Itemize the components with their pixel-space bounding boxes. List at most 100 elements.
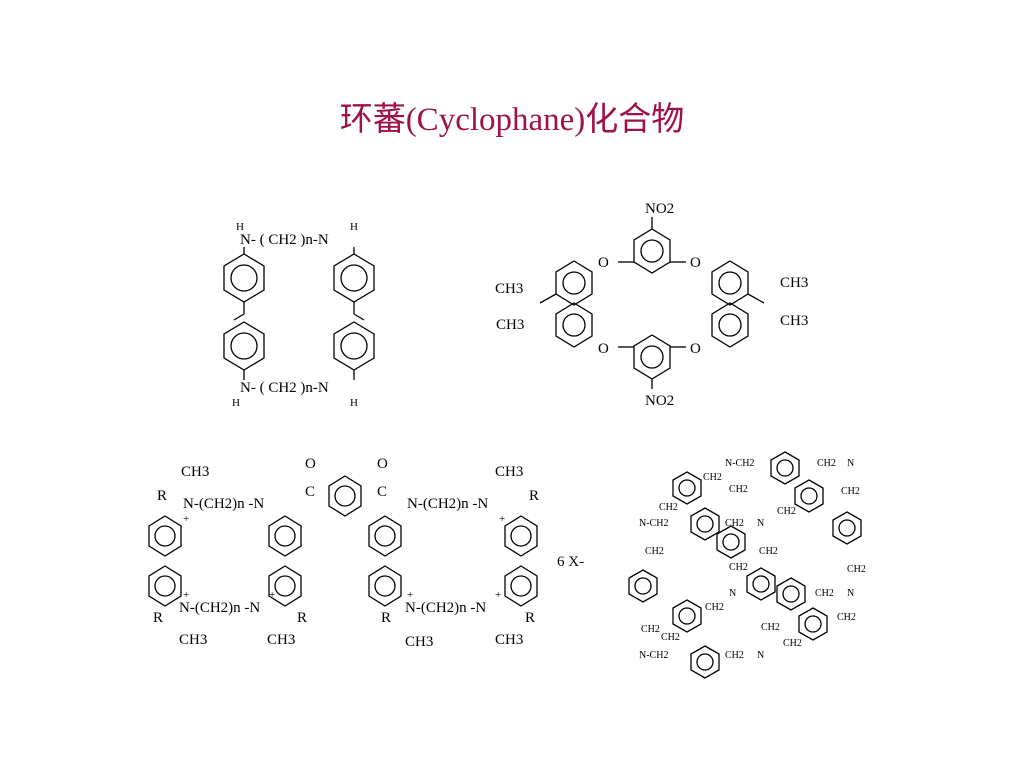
ch2-label: CH2 [729, 484, 748, 495]
carbonyl-c-label: C [377, 484, 387, 500]
ch3-label: CH3 [179, 632, 207, 648]
plus-label: + [495, 589, 501, 601]
structure-cage-cyclophane: N-CH2 CH2 N CH2 CH2 CH2 CH2 N-CH2 CH2 N … [628, 451, 866, 679]
benzene-ring [690, 645, 720, 679]
r-label: R [381, 610, 391, 626]
ch2-label: CH2 [705, 602, 724, 613]
o-label: O [598, 255, 609, 271]
benzene-ring [148, 565, 182, 607]
n-ch2-label: N-CH2 [725, 458, 754, 469]
n-ch2-label: N-CH2 [639, 518, 668, 529]
benzene-ring [268, 565, 302, 607]
n-label: N [847, 458, 854, 469]
no2-label: NO2 [645, 393, 674, 409]
ch3-label: CH3 [495, 632, 523, 648]
benzene-ring [504, 515, 538, 557]
h-label: H [236, 221, 244, 233]
benzene-ring [711, 260, 749, 306]
chain-label: N-(CH2)n -N [405, 600, 486, 616]
ch3-label: CH3 [405, 634, 433, 650]
ch2-label: CH2 [847, 564, 866, 575]
n-label: N [847, 588, 854, 599]
r-label: R [157, 488, 167, 504]
ch2-label: CH2 [837, 612, 856, 623]
benzene-ring [555, 302, 593, 348]
ch3-label: CH3 [267, 632, 295, 648]
plus-label: + [183, 589, 189, 601]
benzene-ring [776, 577, 806, 611]
benzene-ring [711, 302, 749, 348]
ch3-label: CH3 [780, 313, 808, 329]
top-bridge-label: N- ( CH2 )n-N [240, 232, 329, 248]
slide-title: 环蕃(Cyclophane)化合物 [339, 102, 685, 138]
ch2-label: CH2 [777, 506, 796, 517]
ch2-label: CH2 [645, 546, 664, 557]
plus-label: + [407, 589, 413, 601]
ch3-label: CH3 [495, 464, 523, 480]
r-label: R [525, 610, 535, 626]
plus-label: + [183, 513, 189, 525]
h-label: H [350, 397, 358, 409]
n-ch2-label: N-CH2 [639, 650, 668, 661]
ch2-label: CH2 [815, 588, 834, 599]
benzene-ring [555, 260, 593, 306]
structure-dinitro-cyclophane: NO2 O O CH3 CH3 CH3 CH3 [495, 201, 808, 409]
ch2-label: CH2 [641, 624, 660, 635]
chain-label: N-(CH2)n -N [179, 600, 260, 616]
ch3-label: CH3 [780, 275, 808, 291]
benzene-ring [368, 515, 402, 557]
benzene-ring [633, 334, 671, 380]
r-label: R [297, 610, 307, 626]
bottom-bridge-label: N- ( CH2 )n-N [240, 380, 329, 396]
n-label: N [757, 518, 764, 529]
benzene-ring [770, 451, 800, 485]
carbonyl-o-label: O [305, 456, 316, 472]
ch2-label: CH2 [729, 562, 748, 573]
h-label: H [350, 221, 358, 233]
ch3-label: CH3 [495, 281, 523, 297]
ch3-label: CH3 [181, 464, 209, 480]
carbonyl-c-label: C [305, 484, 315, 500]
o-label: O [690, 255, 701, 271]
ch3-label: CH3 [496, 317, 524, 333]
ch2-label: CH2 [661, 632, 680, 643]
no2-label: NO2 [645, 201, 674, 217]
n-label: N [729, 588, 736, 599]
plus-label: + [269, 589, 275, 601]
counter-ion-label: 6 X- [557, 554, 584, 570]
benzene-ring [148, 515, 182, 557]
benzene-ring [672, 599, 702, 633]
ch2-label: CH2 [725, 518, 744, 529]
r-label: R [529, 488, 539, 504]
ch2-label: CH2 [659, 502, 678, 513]
o-label: O [690, 341, 701, 357]
ch2-label: CH2 [761, 622, 780, 633]
carbonyl-o-label: O [377, 456, 388, 472]
structure-diamine-cyclophane: H H N- ( CH2 )n-N N- ( CH2 )n-N H [223, 221, 375, 409]
ch2-label: CH2 [725, 650, 744, 661]
benzene-ring [798, 607, 828, 641]
ch2-label: CH2 [759, 546, 778, 557]
benzene-ring [746, 567, 776, 601]
benzene-ring [333, 253, 375, 303]
benzene-ring [328, 475, 362, 517]
benzene-ring [333, 321, 375, 371]
ch2-label: CH2 [841, 486, 860, 497]
o-label: O [598, 341, 609, 357]
chain-label: N-(CH2)n -N [407, 496, 488, 512]
structure-ammonium-cyclophane: CH3 R N-(CH2)n -N + O C O C CH3 R N-(CH2… [148, 456, 584, 650]
benzene-ring [672, 471, 702, 505]
benzene-ring [223, 253, 265, 303]
benzene-ring [716, 525, 746, 559]
benzene-ring [832, 511, 862, 545]
benzene-ring [223, 321, 265, 371]
benzene-ring [268, 515, 302, 557]
ch2-label: CH2 [703, 472, 722, 483]
ch2-label: CH2 [783, 638, 802, 649]
benzene-ring [368, 565, 402, 607]
r-label: R [153, 610, 163, 626]
chain-label: N-(CH2)n -N [183, 496, 264, 512]
h-label: H [232, 397, 240, 409]
benzene-ring [690, 507, 720, 541]
